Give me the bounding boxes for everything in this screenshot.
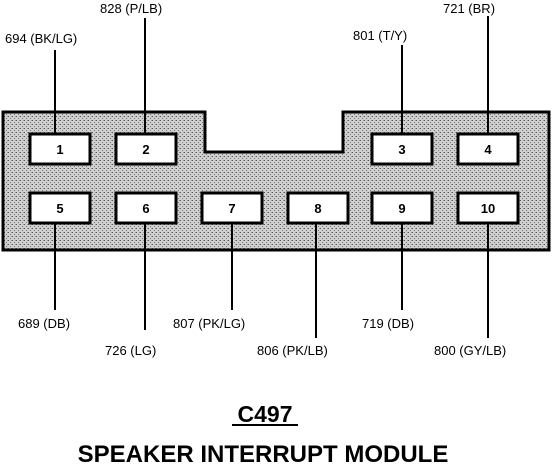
pin-cavity-9 (370, 191, 434, 225)
wire-label-pin-3: 801 (T/Y) (353, 28, 407, 43)
connector-id: C497 (238, 401, 293, 427)
wire-label-pin-10: 800 (GY/LB) (434, 343, 506, 358)
wire-label-pin-9: 719 (DB) (362, 316, 414, 331)
pin-number-5: 5 (56, 201, 63, 216)
wire-label-pin-4: 721 (BR) (443, 1, 495, 16)
pin-number-9: 9 (398, 201, 405, 216)
pin-cavity-4 (456, 132, 520, 166)
pin-cavity-10 (456, 191, 520, 225)
wire-labels: 694 (BK/LG)828 (P/LB)801 (T/Y)721 (BR)68… (5, 1, 506, 358)
pin-cavity-8 (286, 191, 350, 225)
pin-cavity-6 (114, 191, 178, 225)
wire-lines (54, 16, 489, 338)
wire-label-pin-7: 807 (PK/LG) (173, 316, 245, 331)
wire-label-pin-2: 828 (P/LB) (100, 1, 162, 16)
pin-cavity-3 (370, 132, 434, 166)
pin-number-3: 3 (398, 142, 405, 157)
pin-number-10: 10 (481, 201, 495, 216)
pin-number-1: 1 (56, 142, 63, 157)
pin-number-6: 6 (142, 201, 149, 216)
pin-number-7: 7 (228, 201, 235, 216)
pin-cavity-5 (28, 191, 92, 225)
wire-label-pin-6: 726 (LG) (105, 343, 156, 358)
module-title: SPEAKER INTERRUPT MODULE (78, 441, 449, 466)
pin-cavities: 1 2 3 4 5 6 7 8 9 10 (28, 132, 520, 225)
pin-cavity-2 (114, 132, 178, 166)
pin-cavity-7 (200, 191, 264, 225)
wire-label-pin-5: 689 (DB) (18, 316, 70, 331)
pin-number-2: 2 (142, 142, 149, 157)
pin-cavity-1 (28, 132, 92, 166)
wire-label-pin-8: 806 (PK/LB) (257, 343, 328, 358)
pin-number-8: 8 (314, 201, 321, 216)
wire-label-pin-1: 694 (BK/LG) (5, 31, 77, 46)
pin-number-4: 4 (484, 142, 492, 157)
